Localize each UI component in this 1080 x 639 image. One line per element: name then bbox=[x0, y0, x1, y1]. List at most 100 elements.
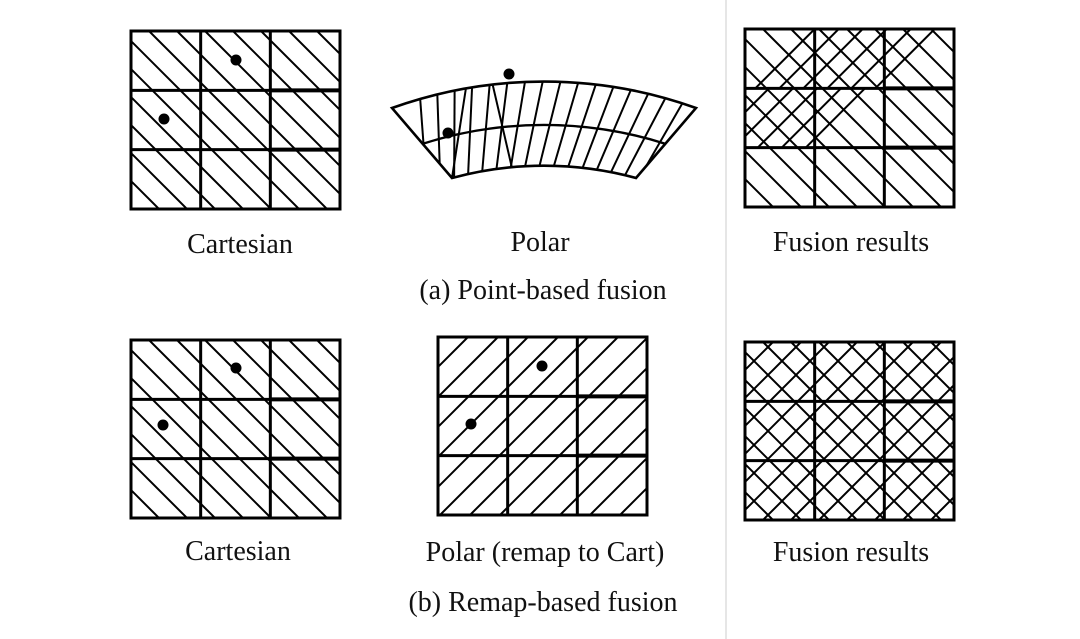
grid-border bbox=[129, 29, 342, 211]
hatch-line bbox=[131, 376, 272, 518]
hatch-line bbox=[846, 29, 954, 138]
polar-hatch-line bbox=[563, 81, 598, 178]
hatch-line bbox=[539, 342, 717, 520]
hatch-line bbox=[790, 355, 954, 520]
hatch-line bbox=[148, 340, 328, 518]
hatch-line bbox=[745, 121, 830, 207]
polar-hatch-line bbox=[451, 81, 471, 178]
hatch-line bbox=[745, 342, 746, 344]
hatch-line bbox=[131, 151, 188, 209]
points bbox=[157, 362, 242, 431]
hatch-line bbox=[959, 29, 1080, 207]
fusion-hatching bbox=[539, 29, 1080, 207]
grid-lines bbox=[129, 338, 342, 520]
hatch-line bbox=[846, 411, 954, 520]
hatch-line bbox=[818, 29, 954, 166]
polar-hatch-line bbox=[590, 86, 634, 178]
polar-hatch-line bbox=[485, 81, 513, 169]
polar-hatch-line bbox=[493, 81, 509, 178]
point bbox=[536, 360, 548, 372]
hatch-line bbox=[176, 340, 340, 505]
grid-lines bbox=[743, 340, 956, 522]
polar-label-a: Polar bbox=[510, 227, 570, 258]
fusion-grid-b bbox=[539, 340, 1080, 522]
hatch-line bbox=[260, 31, 340, 112]
hatch-line bbox=[762, 29, 942, 207]
hatch-line bbox=[438, 337, 589, 489]
hatch-line bbox=[529, 396, 647, 515]
hatch-line bbox=[0, 31, 103, 209]
cartesian-label-b: Cartesian bbox=[185, 536, 291, 567]
point bbox=[230, 362, 242, 374]
hatch-line bbox=[438, 337, 469, 369]
point bbox=[503, 68, 515, 80]
cross-hatch-line bbox=[745, 87, 794, 138]
grid-lines bbox=[743, 27, 956, 209]
hatch-line bbox=[539, 342, 717, 520]
hatch-line bbox=[902, 467, 954, 520]
hatch-line bbox=[874, 439, 954, 520]
hatch-line bbox=[745, 342, 858, 456]
hatch-line bbox=[959, 342, 1080, 520]
hatch-line bbox=[288, 340, 340, 393]
diagonal-hatching bbox=[131, 340, 340, 518]
cross-hatch-line bbox=[850, 29, 912, 90]
point bbox=[157, 419, 169, 431]
hatch-line bbox=[745, 342, 830, 428]
fusion-grid-a bbox=[539, 27, 1080, 209]
hatch-line bbox=[260, 340, 340, 421]
hatch-line bbox=[539, 29, 717, 207]
grid-border bbox=[436, 335, 649, 517]
grid-border bbox=[743, 340, 956, 522]
hatch-line bbox=[131, 207, 132, 209]
hatch-line bbox=[131, 39, 300, 209]
hatch-line bbox=[874, 29, 954, 110]
fusion-hatching bbox=[539, 342, 1080, 520]
hatch-line bbox=[176, 31, 340, 196]
caption-b: (b) Remap-based fusion bbox=[408, 587, 677, 618]
hatch-line bbox=[439, 337, 619, 515]
points bbox=[465, 360, 548, 430]
cross-hatch-line bbox=[745, 87, 770, 114]
polar-hatching bbox=[418, 81, 696, 178]
polar-hatch-line bbox=[658, 112, 696, 178]
hatch-line bbox=[745, 65, 886, 207]
hatch-line bbox=[745, 434, 830, 520]
hatch-line bbox=[559, 426, 647, 515]
hatch-line bbox=[745, 342, 886, 484]
polar-label-b: Polar (remap to Cart) bbox=[426, 537, 665, 568]
hatch-line bbox=[131, 432, 216, 518]
hatch-line bbox=[902, 29, 954, 82]
hatch-line bbox=[131, 460, 188, 518]
hatch-line bbox=[790, 29, 954, 194]
grid-lines bbox=[129, 29, 342, 211]
hatch-line bbox=[745, 342, 802, 400]
cross-hatch-line bbox=[745, 88, 746, 90]
point bbox=[442, 127, 454, 139]
hatch-line bbox=[745, 462, 802, 520]
hatch-line bbox=[762, 342, 942, 520]
cross-hatch-line bbox=[754, 29, 816, 90]
hatch-line bbox=[438, 337, 499, 399]
hatch-line bbox=[499, 366, 647, 515]
grid-lines bbox=[436, 335, 649, 517]
hatch-line bbox=[131, 488, 160, 518]
hatch-line bbox=[131, 179, 160, 209]
hatch-line bbox=[745, 518, 746, 520]
cartesian-grid-a bbox=[0, 29, 342, 211]
grid-border bbox=[743, 27, 956, 209]
diagonal-hatching bbox=[0, 31, 340, 209]
polar-hatch-line bbox=[436, 90, 442, 178]
point bbox=[158, 113, 170, 125]
grid-border bbox=[129, 338, 342, 520]
polar-hatch-line bbox=[618, 94, 668, 178]
hatch-line bbox=[469, 337, 647, 515]
polar-sector-outline bbox=[389, 80, 699, 180]
point bbox=[465, 418, 477, 430]
hatch-line bbox=[131, 404, 244, 518]
polar-sector-a bbox=[389, 68, 699, 180]
polar-hatch-line bbox=[549, 81, 581, 178]
hatch-line bbox=[745, 37, 914, 207]
caption-a: (a) Point-based fusion bbox=[419, 275, 666, 306]
